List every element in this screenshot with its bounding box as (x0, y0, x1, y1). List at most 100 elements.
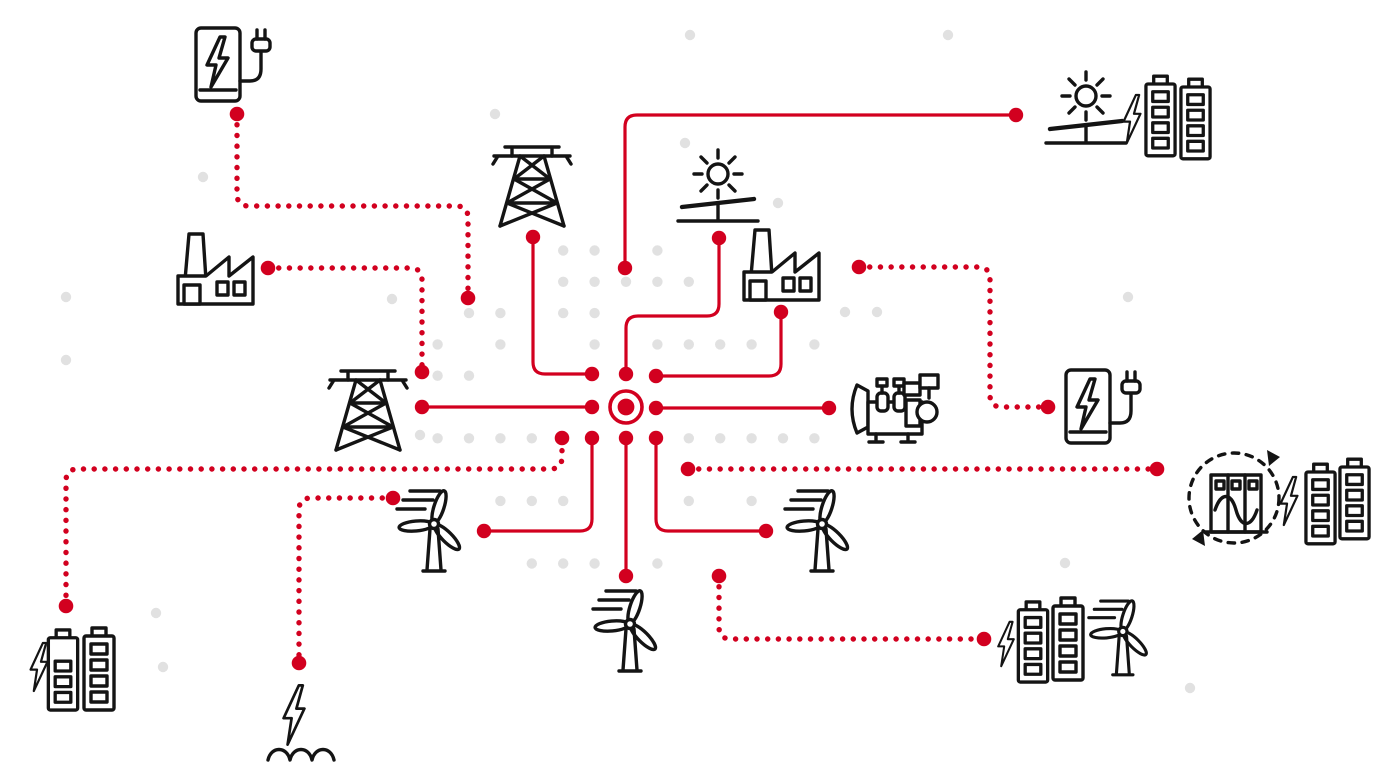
bolt-hydro-bottom-icon (282, 683, 306, 747)
dotted-battery-right (716, 573, 987, 642)
background-dot (558, 495, 569, 507)
battery-bottom-left-2-icon (82, 626, 116, 712)
bolt-top-right-icon (1122, 93, 1142, 145)
background-dot (679, 137, 691, 149)
background-dot (463, 307, 475, 319)
background-dot (683, 495, 694, 507)
background-dot (589, 307, 600, 319)
battery-top-right-2-icon (1179, 77, 1212, 161)
connection-endpoint-dot (758, 523, 774, 539)
hub-ring (608, 389, 644, 425)
connection-endpoint-dot (460, 290, 476, 306)
background-dot (746, 495, 757, 507)
background-dot (589, 276, 600, 287)
link-tower-top (531, 235, 594, 376)
background-dot (432, 433, 443, 444)
solar-panel-top-icon (678, 150, 758, 221)
background-dot (60, 354, 72, 366)
background-dot (589, 339, 600, 350)
dotted-ev-top-left (234, 111, 471, 301)
dotted-hydro-bottom (296, 495, 396, 666)
background-dot (463, 433, 475, 444)
connection-endpoint-dot (229, 106, 245, 122)
connection-endpoint-dot (851, 259, 867, 275)
dotted-battery-left (63, 435, 565, 609)
background-dot (746, 339, 757, 350)
connection-endpoint-dot (1008, 107, 1024, 123)
waves-hydro-bottom-icon (266, 747, 336, 762)
background-dot (386, 293, 398, 305)
background-dot (809, 339, 820, 350)
connection-endpoint-dot (617, 260, 633, 276)
background-dot (432, 370, 443, 381)
background-dot (777, 433, 789, 444)
background-dot (1184, 682, 1196, 694)
connection-endpoint-dot (1040, 399, 1056, 415)
ev-charger-right-icon (1064, 368, 1142, 445)
connection-endpoint-dot (821, 400, 837, 416)
central-hub (608, 389, 644, 425)
connection-endpoint-dot (648, 400, 664, 416)
transmission-tower-left-icon (327, 369, 409, 452)
factory-right-icon (742, 228, 821, 302)
background-dot (432, 339, 443, 350)
background-dot (60, 291, 72, 303)
connection-endpoint-dot (648, 368, 664, 384)
connection-endpoint-dot (584, 399, 600, 415)
background-dot (526, 495, 537, 507)
connection-endpoint-dot (618, 430, 634, 446)
background-dot (589, 245, 600, 256)
connection-endpoint-dot (58, 598, 74, 614)
background-dot (495, 339, 506, 350)
background-dot (683, 276, 694, 287)
background-dot (589, 558, 600, 569)
factory-left-icon (176, 232, 255, 306)
connection-endpoint-dot (525, 229, 541, 245)
inverter-right-icon (1187, 448, 1282, 548)
battery-top-right-1-icon (1144, 74, 1177, 158)
link-solar-top (624, 236, 721, 376)
connection-endpoint-dot (414, 399, 430, 415)
solar-panel-top-right-icon (1046, 72, 1126, 143)
wind-turbine-bottom-right-icon (1087, 597, 1151, 677)
connection-endpoint-dot (773, 304, 789, 320)
background-dot (526, 558, 537, 569)
connection-endpoint-dot (385, 490, 401, 506)
battery-inverter-2-icon (1338, 457, 1371, 541)
battery-inverter-1-icon (1304, 462, 1337, 546)
ev-charger-top-left-icon (194, 26, 272, 103)
background-dot (652, 339, 663, 350)
background-dot (157, 661, 169, 673)
wind-turbine-right-icon (783, 487, 853, 573)
background-dot (558, 558, 569, 569)
background-dot (414, 429, 426, 441)
connection-endpoint-dot (414, 364, 430, 380)
background-dot (526, 433, 537, 444)
connection-endpoint-dot (554, 430, 570, 446)
background-dot (558, 245, 569, 256)
connection-endpoint-dot (711, 230, 727, 246)
background-dot (495, 433, 506, 444)
background-dot (652, 558, 663, 569)
bolt-bottom-left-icon (28, 641, 50, 693)
connection-endpoint-dot (291, 655, 307, 671)
background-dot (683, 339, 694, 350)
background-dot (715, 433, 726, 444)
connection-lines (58, 106, 1165, 671)
link-top-right (623, 113, 1018, 270)
node-icons (28, 26, 1371, 762)
connection-endpoint-dot (584, 430, 600, 446)
background-dot (684, 29, 696, 41)
background-dot (683, 433, 694, 444)
connection-endpoint-dot (1149, 461, 1165, 477)
battery-bottom-left-1-icon (46, 628, 80, 712)
connection-endpoint-dot (976, 631, 992, 647)
background-dot (715, 339, 726, 350)
background-dot (558, 307, 569, 319)
link-factory-right (654, 310, 783, 378)
background-dot (620, 276, 632, 287)
background-dot (197, 171, 209, 183)
background-dot (150, 607, 162, 619)
background-dot (942, 29, 954, 41)
